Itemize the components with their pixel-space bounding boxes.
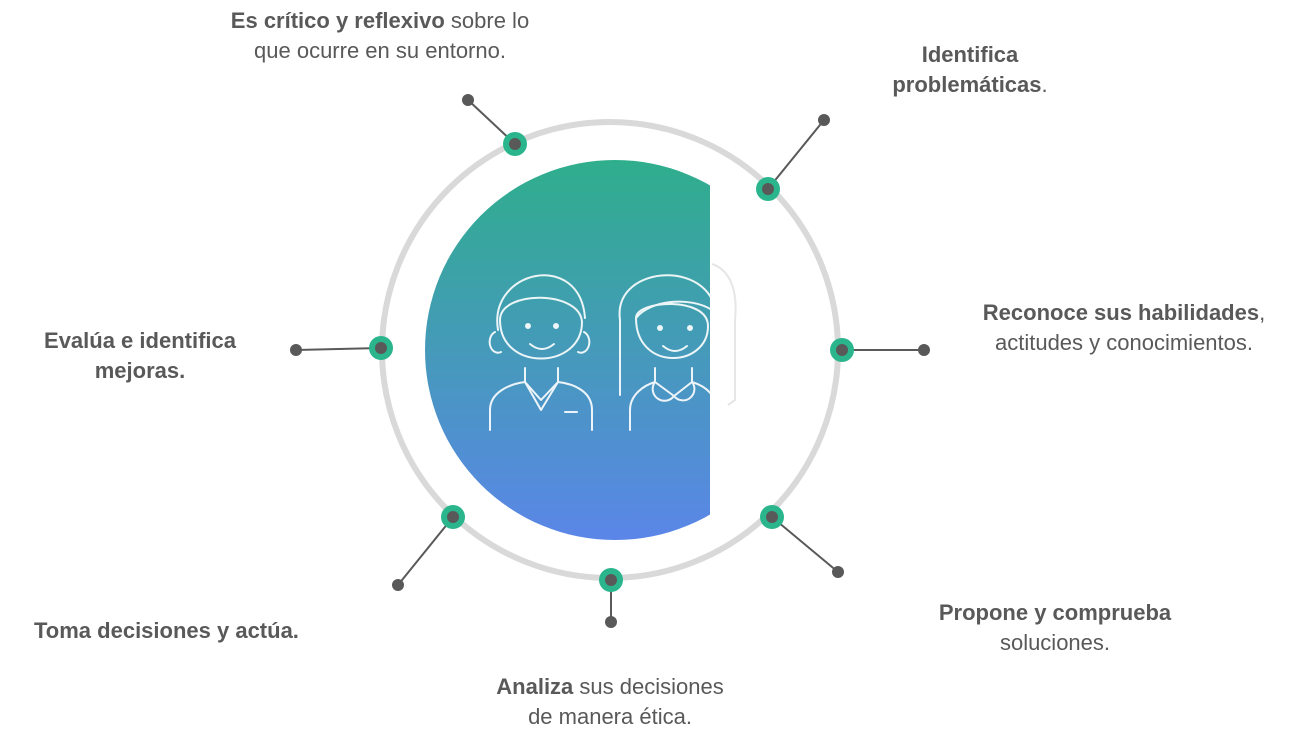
label-critico: Es crítico y reflexivo sobre lo que ocur… bbox=[170, 6, 590, 66]
node-reconoce bbox=[830, 338, 854, 362]
node-toma bbox=[441, 505, 465, 529]
label-propone-bold: Propone y comprueba bbox=[938, 600, 1172, 625]
label-toma-bold: Toma decisiones y actúa. bbox=[34, 618, 299, 643]
label-critico-line2: que ocurre en su entorno. bbox=[254, 38, 506, 63]
node-critico bbox=[503, 132, 527, 156]
label-analiza: Analiza sus decisiones de manera ética. bbox=[450, 672, 770, 732]
label-identifica: Identifica problemáticas. bbox=[860, 40, 1080, 100]
label-evalua: Evalúa e identifica mejoras. bbox=[10, 326, 270, 386]
icon-ghost bbox=[711, 263, 737, 406]
label-analiza-bold: Analiza bbox=[496, 674, 574, 699]
node-propone bbox=[760, 505, 784, 529]
label-identifica-rest: . bbox=[1041, 72, 1048, 97]
label-critico-bold: Es crítico y reflexivo bbox=[230, 8, 445, 33]
label-reconoce: Reconoce sus habilidades, actitudes y co… bbox=[944, 298, 1304, 358]
label-identifica-bold1: Identifica bbox=[921, 42, 1019, 67]
label-reconoce-rest: , bbox=[1259, 300, 1266, 325]
label-evalua-bold1: Evalúa e identifica bbox=[44, 328, 236, 353]
connectors bbox=[290, 94, 930, 628]
node-identifica bbox=[756, 177, 780, 201]
label-evalua-bold2: mejoras. bbox=[94, 358, 186, 383]
label-analiza-line2: de manera ética. bbox=[528, 704, 692, 729]
label-critico-rest: sobre lo bbox=[444, 8, 530, 33]
nodes bbox=[369, 132, 854, 592]
label-propone: Propone y comprueba soluciones. bbox=[900, 598, 1210, 658]
label-reconoce-bold: Reconoce sus habilidades bbox=[982, 300, 1260, 325]
two-students-icon bbox=[488, 274, 718, 431]
label-analiza-rest: sus decisiones bbox=[573, 674, 724, 699]
label-propone-line2: soluciones. bbox=[999, 630, 1111, 655]
label-reconoce-line2: actitudes y conocimientos. bbox=[994, 330, 1254, 355]
label-toma: Toma decisiones y actúa. bbox=[34, 616, 394, 646]
label-identifica-bold2: problemáticas bbox=[892, 72, 1042, 97]
node-evalua bbox=[369, 336, 393, 360]
center-disk bbox=[425, 160, 710, 540]
node-analiza bbox=[599, 568, 623, 592]
